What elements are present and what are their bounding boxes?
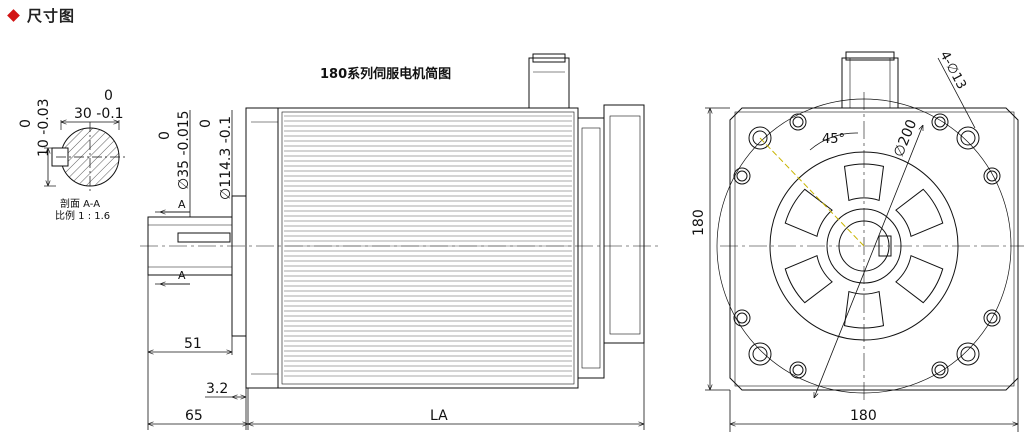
key-tol-top: 0 [18, 119, 34, 128]
bolt-hole [931, 113, 949, 131]
hole-callout: 4-∅13 [936, 49, 968, 92]
dim-3-2: 3.2 [206, 381, 228, 397]
front-pilot [231, 195, 247, 337]
section-scale: 比例 1 : 1.6 [55, 209, 110, 222]
width-180: 180 [850, 408, 877, 424]
shaft-dia-top: 0 [157, 131, 173, 140]
cover-window [895, 255, 944, 304]
page-header: 尺寸图 [6, 4, 75, 26]
side-dimensions [147, 110, 645, 430]
front-connector [841, 57, 899, 109]
bolt-hole [733, 309, 751, 327]
section-mark-top: A [178, 198, 186, 211]
shaft-section-view [44, 120, 126, 192]
mounting-hole [956, 342, 980, 366]
dim-51: 51 [184, 336, 202, 352]
cover-window [784, 255, 833, 304]
section-mark-bottom: A [178, 269, 186, 282]
bolt-hole [789, 361, 807, 379]
front-flange [245, 107, 279, 389]
pilot-dia-label: ∅114.3 -0.1 [218, 116, 234, 200]
bolt-hole [983, 167, 1001, 185]
pilot-dia-top: 0 [198, 119, 214, 128]
cooling-fins [284, 115, 572, 377]
mounting-hole [956, 126, 980, 150]
section-label: 剖面 A-A [60, 197, 100, 210]
cover-window [784, 188, 833, 237]
key-tol-label: 10 -0.03 [36, 99, 52, 158]
bolt-hole [733, 167, 751, 185]
bolt-hole [931, 361, 949, 379]
front-dimensions [705, 57, 1019, 432]
shaft [147, 216, 233, 276]
mounting-hole [748, 342, 772, 366]
bolt-hole [983, 309, 1001, 327]
pcd-label: ∅200 [891, 117, 920, 159]
shaft-key [177, 232, 231, 243]
dim-65: 65 [185, 408, 203, 424]
cover-window [895, 188, 944, 237]
shaft-tol-top: 0 [104, 88, 113, 104]
drawing-title: 180系列伺服电机简图 [320, 66, 451, 82]
shaft-dia-label: ∅35 -0.015 [176, 110, 192, 190]
bolt-hole [789, 113, 807, 131]
page-title: 尺寸图 [27, 6, 76, 25]
power-connector [528, 57, 570, 109]
angle-label: 45° [822, 132, 845, 147]
mounting-hole [748, 126, 772, 150]
mounting-holes [733, 113, 1001, 379]
height-180: 180 [691, 209, 707, 236]
dim-la: LA [430, 408, 448, 424]
front-flange-outline [729, 107, 1019, 391]
shaft-tol-label: 30 -0.1 [74, 106, 124, 122]
motor-side-view [140, 53, 658, 389]
encoder-housing [603, 104, 645, 344]
